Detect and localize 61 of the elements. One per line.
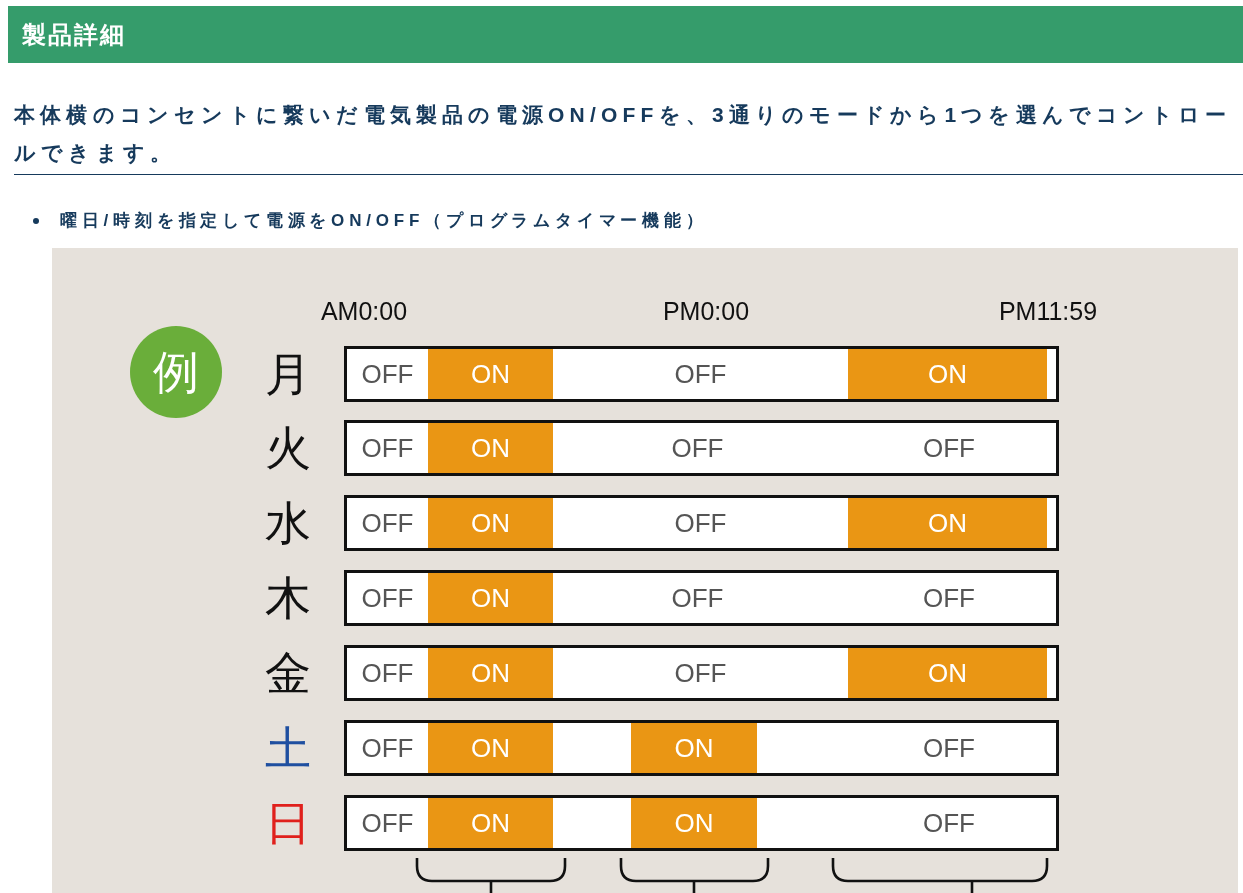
on-period-block	[631, 723, 757, 773]
on-period-block	[428, 798, 553, 848]
state-label: OFF	[671, 583, 724, 613]
state-label: OFF	[361, 808, 414, 838]
state-label: ON	[471, 433, 510, 463]
weekday-label: 火	[265, 423, 311, 473]
on-period-block	[848, 349, 1047, 399]
weekday-label: 土	[265, 723, 311, 773]
schedule-bar	[344, 570, 1059, 626]
schedule-bar	[344, 420, 1059, 476]
state-label: OFF	[674, 658, 727, 688]
on-period-block	[428, 573, 553, 623]
time-label: PM11:59	[998, 296, 1098, 326]
schedule-bar	[344, 346, 1059, 402]
badge-text: 例	[153, 347, 199, 397]
state-label: OFF	[923, 583, 975, 613]
state-label: OFF	[361, 359, 414, 389]
state-label: OFF	[923, 433, 975, 463]
weekday-label: 金	[265, 648, 311, 698]
intro-text: 本体横のコンセントに繋いだ電気製品の電源ON/OFFを、3通りのモードから1つを選んでコントロールできます。	[14, 102, 1233, 166]
schedule-bar	[344, 645, 1059, 701]
on-period-block	[428, 498, 553, 548]
state-label: ON	[471, 508, 510, 538]
schedule-bar	[344, 495, 1059, 551]
state-label: OFF	[923, 808, 975, 838]
state-label: ON	[928, 658, 967, 688]
weekday-label: 日	[265, 798, 311, 848]
state-label: OFF	[361, 508, 414, 538]
state-label: ON	[928, 508, 967, 538]
schedule-bar	[344, 795, 1059, 851]
state-label: ON	[471, 808, 510, 838]
on-period-block	[631, 798, 757, 848]
state-label: ON	[471, 359, 510, 389]
state-label: ON	[471, 583, 510, 613]
time-label: AM0:00	[320, 296, 408, 326]
on-period-block	[428, 423, 553, 473]
time-label: PM0:00	[662, 296, 750, 326]
weekday-label: 月	[265, 349, 311, 399]
state-label: OFF	[671, 433, 724, 463]
state-label: OFF	[361, 733, 414, 763]
on-period-block	[428, 648, 553, 698]
weekday-label: 水	[265, 498, 311, 548]
on-period-block	[848, 498, 1047, 548]
state-label: OFF	[923, 733, 975, 763]
state-label: ON	[674, 808, 714, 838]
state-label: OFF	[361, 658, 414, 688]
state-label: ON	[471, 733, 510, 763]
on-period-block	[428, 723, 553, 773]
state-label: OFF	[674, 359, 727, 389]
state-label: ON	[471, 658, 510, 688]
page-title: 製品詳細	[22, 19, 126, 50]
weekday-label: 木	[265, 573, 311, 623]
state-label: ON	[674, 733, 714, 763]
state-label: OFF	[674, 508, 727, 538]
schedule-bar	[344, 720, 1059, 776]
on-period-block	[848, 648, 1047, 698]
bullet-text: 曜日/時刻を指定して電源をON/OFF（プログラムタイマー機能）	[60, 210, 708, 232]
on-period-block	[428, 349, 553, 399]
state-label: OFF	[361, 433, 414, 463]
state-label: ON	[928, 359, 967, 389]
state-label: OFF	[361, 583, 414, 613]
